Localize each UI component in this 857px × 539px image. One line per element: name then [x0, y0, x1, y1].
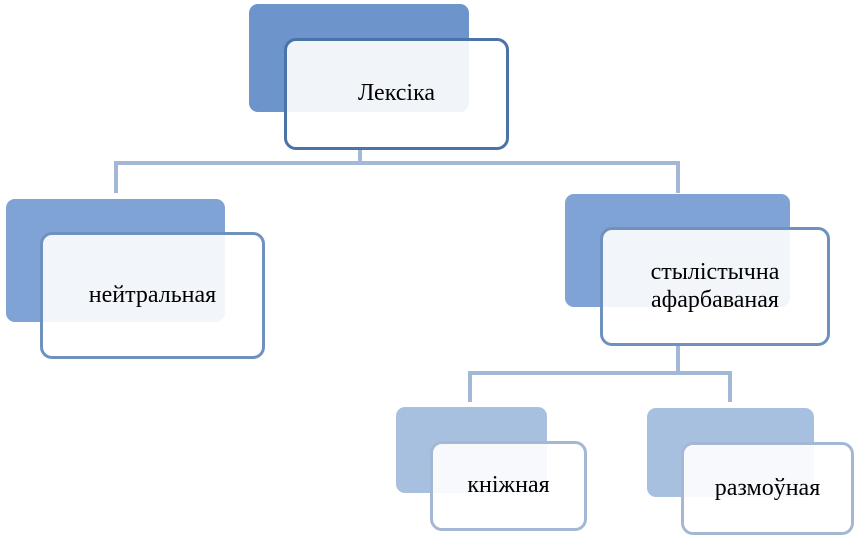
- node-colloquial-label: размоўная: [714, 474, 821, 501]
- node-colloquial-box: размоўная: [681, 442, 854, 535]
- node-neutral-label: нейтральная: [88, 281, 217, 308]
- node-styled-label: стылістычна афарбаваная: [650, 258, 780, 313]
- node-bookish-label: кніжная: [467, 472, 550, 499]
- connector-root-to-level1: [114, 150, 680, 193]
- node-styled-box: стылістычна афарбаваная: [600, 227, 830, 346]
- node-lexica-box: Лексіка: [284, 38, 509, 150]
- connector-styled-to-level2: [468, 345, 732, 402]
- node-neutral-box: нейтральная: [40, 232, 265, 359]
- node-lexica-label: Лексіка: [357, 80, 436, 107]
- node-bookish-box: кніжная: [430, 441, 587, 531]
